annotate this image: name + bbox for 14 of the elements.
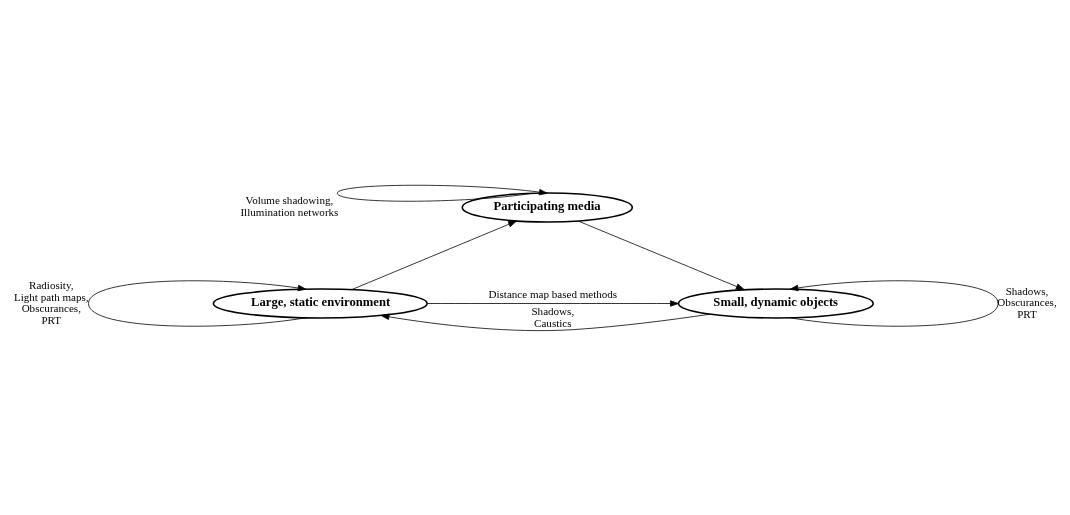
edge-label: Radiosity, Light path maps, Obscurances, PRT [13, 278, 89, 326]
arrow [351, 220, 517, 290]
arrow [336, 184, 548, 202]
node-ellipse: Participating media [461, 191, 634, 223]
arrow [88, 279, 307, 327]
arrow [380, 313, 711, 331]
arrow [577, 220, 745, 290]
arrow [789, 279, 999, 327]
node-ellipse: Small, dynamic objects [677, 287, 874, 319]
edge-label: Shadows, Caustics [531, 304, 575, 329]
edge-label: Distance map based methods [488, 287, 618, 300]
edge-label: Shadows, Obscurances, PRT [997, 284, 1057, 320]
arrow [426, 299, 679, 307]
edge-label: Volume shadowing, Illumination networks [240, 193, 339, 218]
